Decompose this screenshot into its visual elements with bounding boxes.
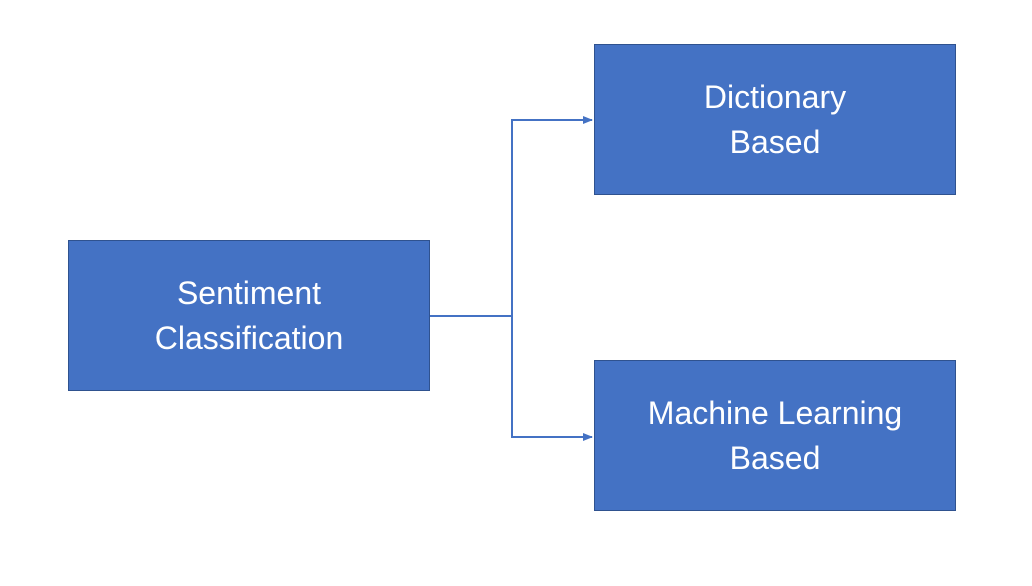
node-sentiment-classification: Sentiment Classification [68,240,430,391]
node-machine-learning-based: Machine Learning Based [594,360,956,511]
node-label-line2: Classification [154,319,344,356]
node-label-line1: Machine Learning [647,394,903,431]
node-label-line1: Dictionary [703,78,847,115]
node-label-line2: Based [729,439,821,476]
connector-to-dictionary [511,116,593,316]
node-dictionary-based: Dictionary Based [594,44,956,195]
node-label-line1: Sentiment [176,274,322,311]
connector-to-machine-learning [511,316,593,441]
node-label-line2: Based [729,123,821,160]
